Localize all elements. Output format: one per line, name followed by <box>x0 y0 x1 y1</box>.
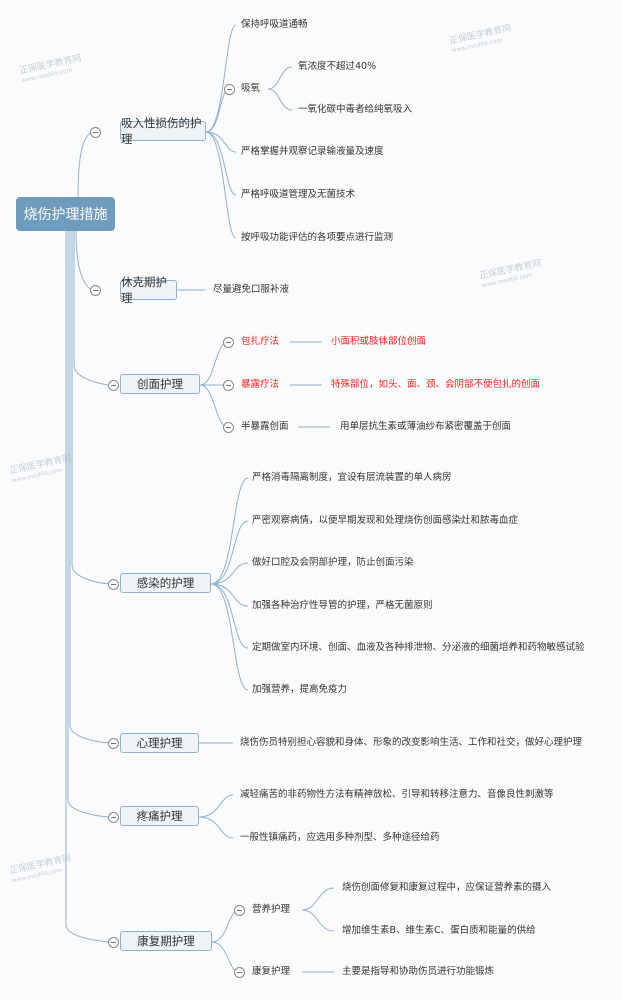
leaf-node[interactable]: 严密观察病情，以便早期发现和处理烧伤创面感染灶和脓毒血症 <box>252 515 519 526</box>
root-node[interactable]: 烧伤护理措施 <box>16 197 115 231</box>
leaf-node[interactable]: 特殊部位，如头、面、颈、会阴部不便包扎的创面 <box>331 379 541 390</box>
leaf-node[interactable]: 加强各种治疗性导管的护理，严格无菌原则 <box>252 600 433 611</box>
branch-pain-care[interactable]: 疼痛护理 <box>120 806 199 826</box>
leaf-node[interactable]: 一般性镇痛药，应选用多种剂型、多种途径给药 <box>240 832 440 843</box>
leaf-node[interactable]: 主要是指导和协助伤员进行功能锻炼 <box>342 966 495 977</box>
sub-node[interactable]: 康复护理 <box>252 966 291 977</box>
collapse-icon[interactable] <box>108 738 119 749</box>
leaf-node[interactable]: 烧伤创面修复和康复过程中，应保证营养素的摄入 <box>342 882 552 893</box>
leaf-node[interactable]: 氧浓度不超过40% <box>298 61 377 72</box>
leaf-node[interactable]: 一氧化碳中毒者给纯氧吸入 <box>298 104 413 115</box>
branch-infection-care[interactable]: 感染的护理 <box>120 573 211 593</box>
collapse-icon[interactable] <box>223 337 234 348</box>
leaf-node[interactable]: 严格呼吸道管理及无菌技术 <box>241 189 356 200</box>
leaf-node[interactable]: 严格掌握并观察记录输液量及速度 <box>241 146 384 157</box>
collapse-icon[interactable] <box>108 937 119 948</box>
collapse-icon[interactable] <box>223 422 234 433</box>
collapse-icon[interactable] <box>108 579 119 590</box>
collapse-icon[interactable] <box>108 812 119 823</box>
sub-node[interactable]: 吸氧 <box>241 83 261 94</box>
branch-wound-care[interactable]: 创面护理 <box>120 374 200 394</box>
branch-rehabilitation[interactable]: 康复期护理 <box>120 931 212 951</box>
leaf-node[interactable]: 保持呼吸道通畅 <box>241 19 308 30</box>
sub-node[interactable]: 包扎疗法 <box>241 336 280 347</box>
leaf-node[interactable]: 严格消毒隔离制度，宜设有层流装置的单人病房 <box>252 472 452 483</box>
collapse-icon[interactable] <box>108 380 119 391</box>
collapse-icon[interactable] <box>223 380 234 391</box>
leaf-node[interactable]: 小面积或肢体部位创面 <box>331 336 427 347</box>
leaf-node[interactable]: 减轻痛苦的非药物性方法有精神放松、引导和转移注意力、音像良性刺激等 <box>240 789 554 800</box>
collapse-icon[interactable] <box>234 967 245 978</box>
sub-node[interactable]: 营养护理 <box>252 904 291 915</box>
sub-node[interactable]: 半暴露创面 <box>241 421 289 432</box>
branch-psychological-care[interactable]: 心理护理 <box>120 733 199 753</box>
collapse-icon[interactable] <box>90 127 101 138</box>
leaf-node[interactable]: 烧伤伤员特别担心容貌和身体、形象的改变影响生活、工作和社交，做好心理护理 <box>240 737 583 748</box>
leaf-node[interactable]: 定期做室内环境、创面、血液及各种排泄物、分泌液的细菌培养和药物敏感试验 <box>252 642 585 653</box>
collapse-icon[interactable] <box>234 905 245 916</box>
leaf-node[interactable]: 增加维生素B、维生素C、蛋白质和能量的供给 <box>342 925 536 936</box>
leaf-node[interactable]: 做好口腔及会阴部护理，防止创面污染 <box>252 557 414 568</box>
leaf-node[interactable]: 用单层抗生素或薄油纱布紧密覆盖于创面 <box>340 421 512 432</box>
collapse-icon[interactable] <box>224 84 235 95</box>
leaf-node[interactable]: 按呼吸功能评估的各项要点进行监测 <box>241 232 394 243</box>
leaf-node[interactable]: 加强营养，提高免疫力 <box>252 684 348 695</box>
sub-node[interactable]: 暴露疗法 <box>241 379 280 390</box>
collapse-icon[interactable] <box>90 285 101 296</box>
branch-inhalation-injury[interactable]: 吸入性损伤的护理 <box>120 116 206 146</box>
branch-shock-period[interactable]: 休克期护理 <box>120 275 177 305</box>
leaf-node[interactable]: 尽量避免口服补液 <box>213 284 290 295</box>
